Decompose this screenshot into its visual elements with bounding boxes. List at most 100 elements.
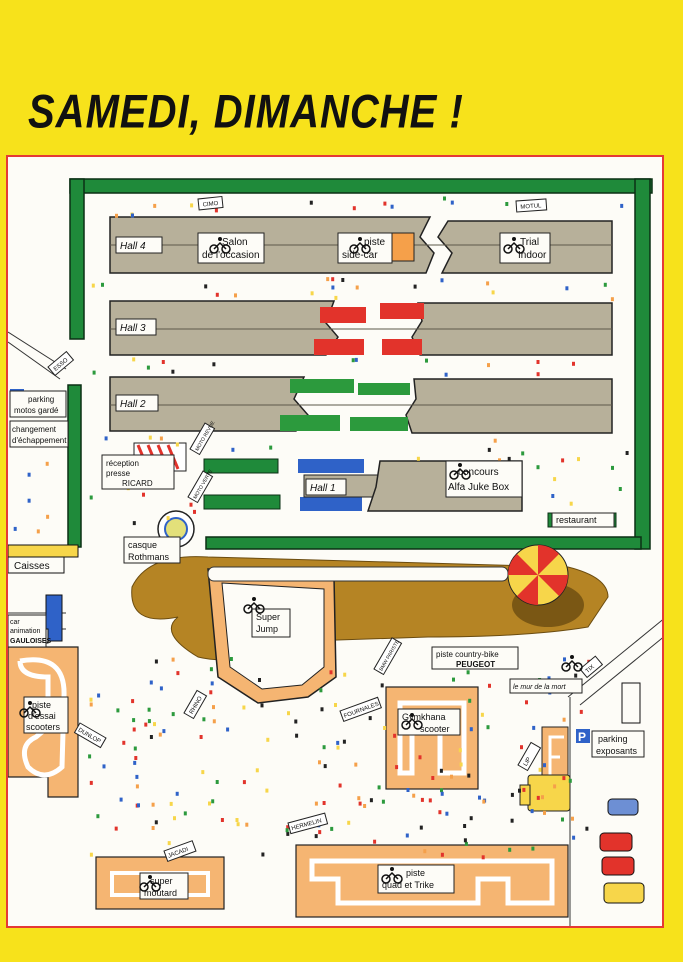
crowd-person — [89, 780, 93, 785]
crowd-person — [133, 760, 137, 765]
crowd-person — [569, 501, 573, 506]
crowd-person — [154, 820, 158, 825]
crowd-person — [309, 200, 313, 205]
flag-tix: TIX — [585, 664, 596, 675]
crowd-person — [131, 699, 135, 704]
crowd-person — [390, 204, 394, 209]
crowd-person — [134, 756, 138, 760]
crowd-person — [510, 818, 514, 823]
mur-de-la-mort-label: le mur de la mort — [513, 684, 567, 691]
crowd-person — [334, 703, 337, 707]
crowd-person — [610, 297, 614, 302]
wall-left-lower — [67, 384, 82, 548]
crowd-person — [215, 780, 219, 784]
hall-2-label: Hall 2 — [120, 399, 146, 410]
crowd-person — [561, 817, 564, 822]
crowd-person — [171, 712, 175, 717]
crowd-person — [338, 783, 342, 788]
crowd-person — [212, 705, 215, 710]
crowd-person — [167, 841, 171, 846]
crowd-person — [202, 717, 206, 722]
crowd-person — [147, 707, 151, 712]
hall-2 — [109, 376, 613, 434]
crowd-person — [357, 796, 361, 801]
motorbike-icon — [449, 463, 471, 480]
crowd-person — [507, 456, 511, 461]
crowd-person — [380, 683, 384, 688]
hall-1-label: Hall 1 — [310, 483, 336, 494]
crowd-person — [226, 727, 230, 732]
crowd-person — [193, 509, 196, 514]
crowd-person — [159, 436, 163, 441]
crowd-person — [149, 680, 153, 685]
crowd-person — [363, 804, 367, 808]
crowd-person — [331, 285, 335, 290]
zone-labels: parking motos gardé changement d'échappe… — [8, 390, 645, 900]
crowd-person — [158, 732, 162, 737]
crowd-person — [443, 196, 446, 201]
crowd-person — [468, 698, 472, 703]
crowd-person — [149, 735, 153, 739]
parked-cars — [599, 682, 645, 904]
crowd-person — [322, 745, 326, 750]
crowd-person — [487, 447, 491, 452]
hall-3 — [109, 300, 613, 356]
crowd-person — [314, 801, 318, 806]
crowd-person — [532, 725, 536, 730]
crowd-person — [522, 787, 526, 792]
gymkhana-track — [385, 686, 479, 790]
crowd-person — [142, 492, 145, 497]
gymkhana-label: scooter — [420, 724, 450, 734]
crowd-person — [420, 797, 424, 802]
crowd-person — [27, 472, 31, 477]
crowd-person — [406, 788, 410, 792]
crowd-person — [329, 670, 333, 675]
crowd-person — [310, 291, 314, 296]
crowd-person — [269, 445, 273, 450]
crowd-person — [561, 458, 565, 463]
crowd-person — [510, 792, 514, 797]
crowd-person — [562, 776, 566, 781]
crowd-person — [571, 816, 574, 821]
crowd-person — [89, 852, 93, 857]
crowd-person — [486, 725, 490, 730]
crowd-person — [553, 477, 557, 482]
motorbike-icon — [401, 713, 423, 730]
crowd-person — [135, 784, 139, 789]
caisses-booth — [8, 544, 79, 574]
crowd-person — [354, 762, 358, 767]
crowd-person — [234, 293, 237, 298]
crowd-person — [161, 360, 165, 364]
motorbike-icon — [243, 597, 265, 614]
crowd-person — [89, 495, 93, 500]
crowd-person — [314, 834, 318, 839]
flag-lip: LIP — [523, 757, 533, 768]
crowd-person — [96, 814, 100, 819]
crowd-person — [536, 465, 540, 470]
super-moutard-label: moutard — [144, 888, 177, 898]
crowd-person — [488, 683, 491, 688]
crowd-person — [563, 657, 566, 662]
crowd-person — [431, 776, 435, 780]
crowd-person — [320, 707, 324, 712]
crowd-person — [458, 748, 462, 753]
motorbike-icon — [381, 867, 403, 884]
crowd-person — [469, 816, 473, 821]
crowd-person — [463, 838, 467, 843]
crowd-person — [132, 521, 136, 526]
caisses-label: Caisses — [14, 561, 50, 572]
crowd-person — [137, 803, 140, 808]
crowd-person — [166, 516, 170, 521]
crowd-person — [266, 737, 270, 742]
parking-garde-label: parking — [28, 395, 54, 404]
crowd-person — [611, 465, 614, 470]
crowd-person — [445, 811, 449, 816]
crowd-person — [261, 852, 265, 857]
crowd-person — [215, 292, 219, 297]
crowd-person — [463, 824, 467, 828]
crowd-person — [508, 847, 512, 852]
crowd-person — [294, 719, 298, 724]
motorbike-icon — [139, 875, 161, 892]
crowd-person — [171, 657, 175, 662]
crowd-person — [568, 778, 572, 783]
